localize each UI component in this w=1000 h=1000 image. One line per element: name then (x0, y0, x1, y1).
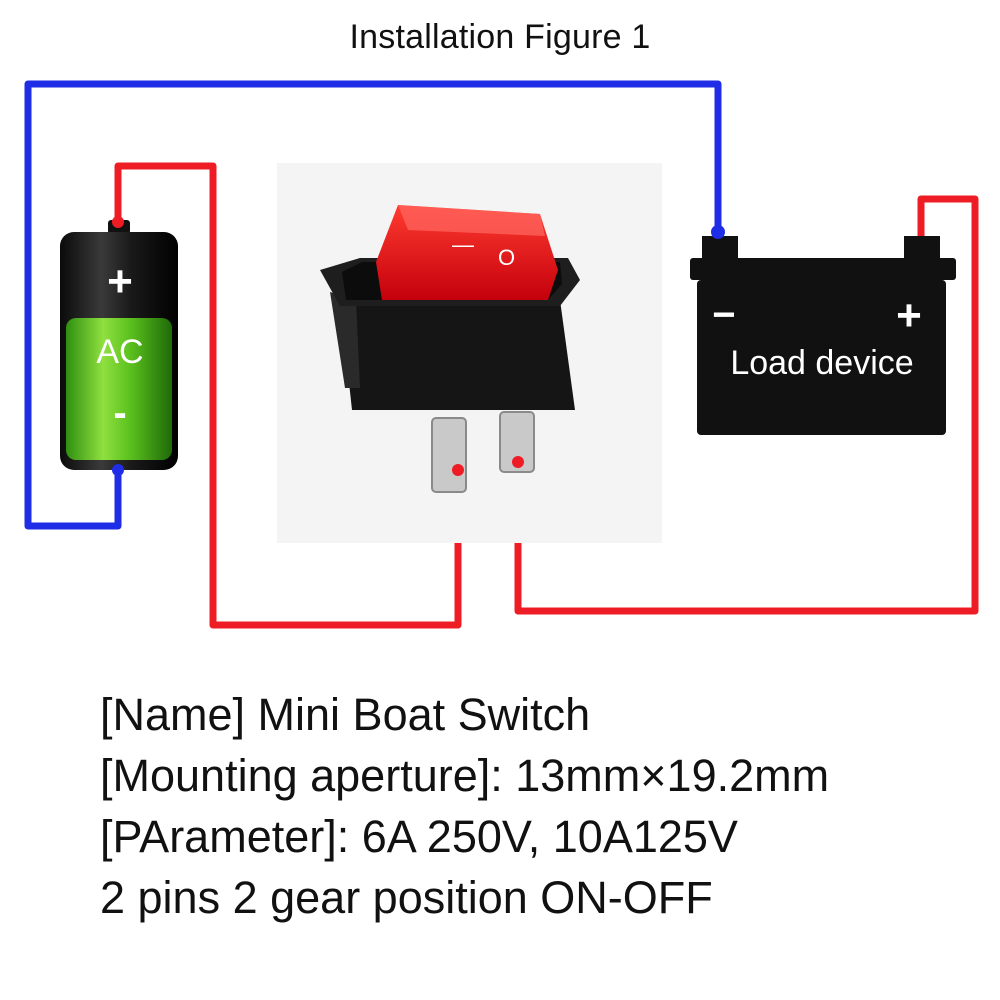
negative-wires (24, 80, 722, 530)
spec-name: [Name] Mini Boat Switch (100, 689, 591, 740)
spec-positions: 2 pins 2 gear position ON-OFF (100, 872, 713, 923)
battery-plus-symbol: + (107, 257, 133, 306)
load-device-icon: − + Load device (690, 236, 956, 435)
rocker-switch-icon: — O (277, 163, 662, 543)
battery-icon: + AC - (60, 220, 178, 470)
positive-wire-battery-to-switch (114, 162, 462, 629)
rocker-off-symbol: — (452, 232, 474, 257)
figure-title: Installation Figure 1 (349, 18, 651, 56)
load-device-label: Load device (730, 344, 913, 382)
spec-block: [Name] Mini Boat Switch [Mounting apertu… (100, 684, 980, 928)
load-minus-symbol: − (712, 293, 735, 337)
battery-minus-symbol: - (113, 391, 126, 435)
battery-negative-terminal-dot (112, 464, 124, 476)
spec-mounting-aperture: [Mounting aperture]: 13mm×19.2mm (100, 750, 830, 801)
negative-wire-battery-to-load (24, 80, 722, 530)
switch-pin-1-dot (452, 464, 464, 476)
positive-wire-switch-to-load (514, 195, 979, 615)
switch-pin-2-dot (512, 456, 524, 468)
battery-label: AC (96, 333, 143, 371)
rocker-on-symbol: O (498, 245, 515, 270)
battery-positive-terminal-dot (112, 216, 124, 228)
load-plus-symbol: + (896, 291, 922, 340)
load-negative-terminal-dot (711, 225, 725, 239)
positive-wires (114, 162, 979, 629)
spec-parameter: [PArameter]: 6A 250V, 10A125V (100, 811, 738, 862)
